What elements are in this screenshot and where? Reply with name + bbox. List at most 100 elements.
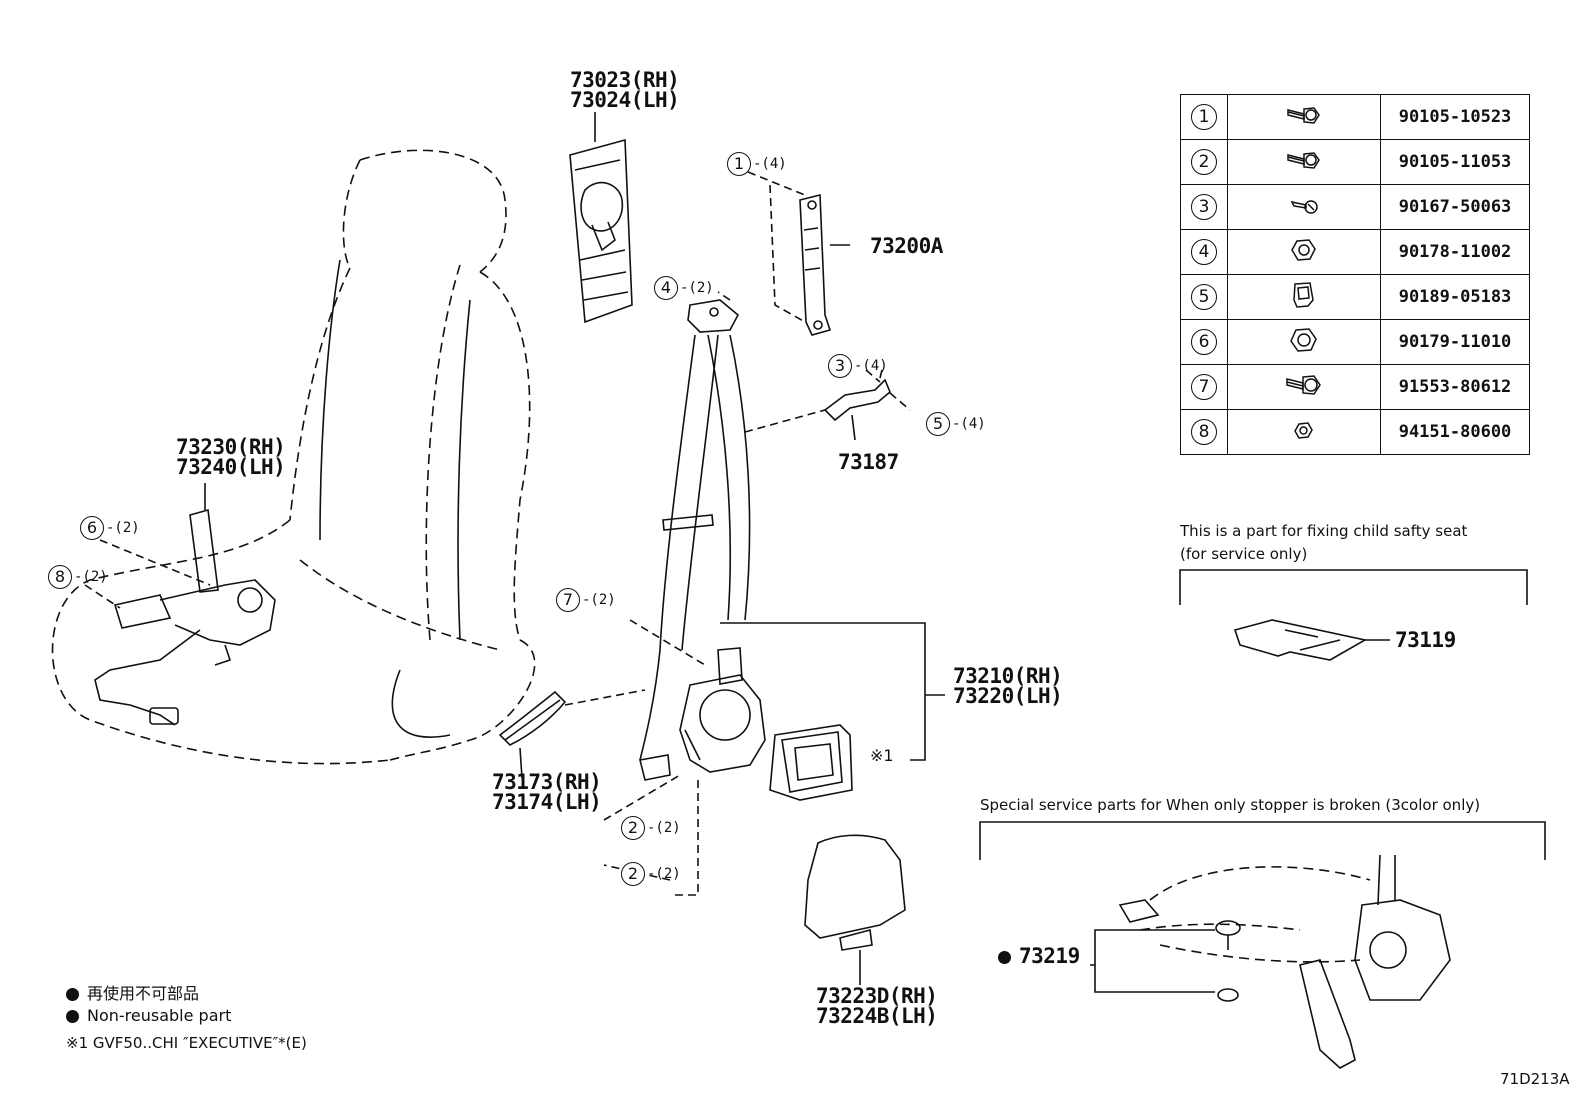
part-label-73119[interactable]: 73119	[1395, 628, 1456, 652]
table-row[interactable]: 2 90105-11053	[1180, 139, 1530, 185]
callout-2b-circle[interactable]: 2	[621, 862, 645, 886]
callout-4-circle[interactable]: 4	[654, 276, 678, 300]
bolt-washer-icon	[1287, 107, 1320, 124]
seat-outline	[51, 149, 536, 765]
child-seat-box	[1179, 569, 1528, 605]
part-label-73200A[interactable]: 73200A	[870, 234, 943, 258]
non-reusable-dot-icon	[66, 1010, 79, 1023]
bracket-leader	[851, 414, 856, 441]
part-label-73174[interactable]: 73174(LH)	[492, 790, 602, 814]
anchor-cover	[498, 690, 567, 746]
legend-en: Non-reusable part	[66, 1006, 231, 1025]
stopper-bracket	[1090, 929, 1215, 993]
lower-anchor-cover	[804, 834, 906, 951]
legend-jp-text: 再使用不可部品	[87, 984, 200, 1003]
bracket-leader-dashed	[744, 369, 911, 433]
clip-nut-icon	[1293, 282, 1314, 308]
non-reusable-dot-icon	[998, 950, 1011, 964]
part-label-73210[interactable]: 73210(RH)	[953, 664, 1063, 688]
part-number[interactable]: 90179-11010	[1380, 319, 1530, 365]
guide-bracket	[823, 369, 891, 422]
nut-icon	[1291, 239, 1316, 261]
seat-outline-solid	[319, 259, 471, 738]
table-row[interactable]: 8 94151-80600	[1180, 409, 1530, 455]
part-number[interactable]: 90189-05183	[1380, 274, 1530, 320]
callout-2a-circle[interactable]: 2	[621, 816, 645, 840]
callout-3-qty: -(4)	[854, 358, 888, 374]
seat-belt-webbing	[639, 299, 751, 781]
callout-7-circle[interactable]: 7	[556, 588, 580, 612]
retractor	[679, 647, 766, 773]
row-number: 3	[1191, 194, 1217, 220]
part-number[interactable]: 91553-80612	[1380, 364, 1530, 410]
part-number[interactable]: 90167-50063	[1380, 184, 1530, 230]
special-service-note: Special service parts for When only stop…	[980, 796, 1481, 814]
callout-7-qty: -(2)	[582, 592, 616, 608]
special-service-box	[979, 821, 1546, 860]
row-number: 4	[1191, 239, 1217, 265]
anchor-cover-leader-dashed	[564, 689, 646, 706]
part-number[interactable]: 90178-11002	[1380, 229, 1530, 275]
row-number: 5	[1191, 284, 1217, 310]
small-nut-icon	[1294, 422, 1313, 439]
retractor-cover	[769, 724, 853, 801]
child-seat-note-line2: (for service only)	[1180, 545, 1308, 563]
table-row[interactable]: 3 90167-50063	[1180, 184, 1530, 230]
retractor-bracket	[720, 622, 945, 761]
callout-8-circle[interactable]: 8	[48, 565, 72, 589]
callout-6-circle[interactable]: 6	[80, 516, 104, 540]
non-reusable-dot-icon	[66, 988, 79, 1001]
legend-en-text: Non-reusable part	[87, 1006, 232, 1025]
seat-buckle-assembly	[94, 508, 276, 726]
part-label-73220[interactable]: 73220(LH)	[953, 684, 1063, 708]
fastener-parts-table: 1 90105-10523 2 90105-11053 3 90167-5006…	[1180, 94, 1530, 455]
table-row[interactable]: 7 91553-80612	[1180, 364, 1530, 410]
shoulder-adjuster	[799, 193, 832, 336]
screw-icon	[1290, 200, 1318, 214]
row-number: 8	[1191, 419, 1217, 445]
part-number[interactable]: 90105-10523	[1380, 94, 1530, 140]
child-seat-anchor	[1233, 619, 1368, 661]
part-label-73223D[interactable]: 73223D(RH)	[816, 984, 938, 1008]
row-number: 7	[1191, 374, 1217, 400]
ref-mark-1: ※1	[870, 746, 894, 765]
table-row[interactable]: 5 90189-05183	[1180, 274, 1530, 320]
part-label-73023[interactable]: 73023(RH)	[570, 68, 680, 92]
callout-2b-qty: -(2)	[647, 866, 681, 882]
table-row[interactable]: 6 90179-11010	[1180, 319, 1530, 365]
part-number[interactable]: 94151-80600	[1380, 409, 1530, 455]
row-number: 6	[1191, 329, 1217, 355]
stopper-assembly	[1118, 854, 1451, 1069]
callout-3-circle[interactable]: 3	[828, 354, 852, 378]
row-number: 1	[1191, 104, 1217, 130]
bolt-washer-icon	[1286, 375, 1321, 395]
bolt-leaders	[84, 291, 731, 896]
part-label-73224B[interactable]: 73224B(LH)	[816, 1004, 938, 1028]
callout-5-qty: -(4)	[952, 416, 986, 432]
diagram-code: 71D213A	[1500, 1070, 1570, 1088]
part-label-73024[interactable]: 73024(LH)	[570, 88, 680, 112]
callout-6-qty: -(2)	[106, 520, 140, 536]
footnote: ※1 GVF50..CHI ″EXECUTIVE″*(E)	[66, 1034, 307, 1052]
callout-1-qty: -(4)	[753, 156, 787, 172]
bolt-washer-icon	[1287, 152, 1320, 169]
pillar-garnish	[569, 138, 633, 324]
part-label-73187[interactable]: 73187	[838, 450, 899, 474]
callout-5-circle[interactable]: 5	[926, 412, 950, 436]
legend-jp: 再使用不可部品	[66, 980, 199, 1004]
callout-2a-qty: -(2)	[647, 820, 681, 836]
callout-1-circle[interactable]: 1	[727, 152, 751, 176]
part-number[interactable]: 90105-11053	[1380, 139, 1530, 185]
part-label-73219-text: 73219	[1019, 944, 1080, 968]
table-row[interactable]: 1 90105-10523	[1180, 94, 1530, 140]
table-row[interactable]: 4 90178-11002	[1180, 229, 1530, 275]
anchor-cover-leader	[519, 747, 523, 779]
part-label-73240[interactable]: 73240(LH)	[176, 455, 286, 479]
callout-4-qty: -(2)	[680, 280, 714, 296]
callout-8-qty: -(2)	[74, 569, 108, 585]
part-label-73230[interactable]: 73230(RH)	[176, 435, 286, 459]
nut-icon	[1290, 328, 1317, 352]
part-label-73219[interactable]: 73219	[998, 944, 1080, 968]
part-label-73173[interactable]: 73173(RH)	[492, 770, 602, 794]
